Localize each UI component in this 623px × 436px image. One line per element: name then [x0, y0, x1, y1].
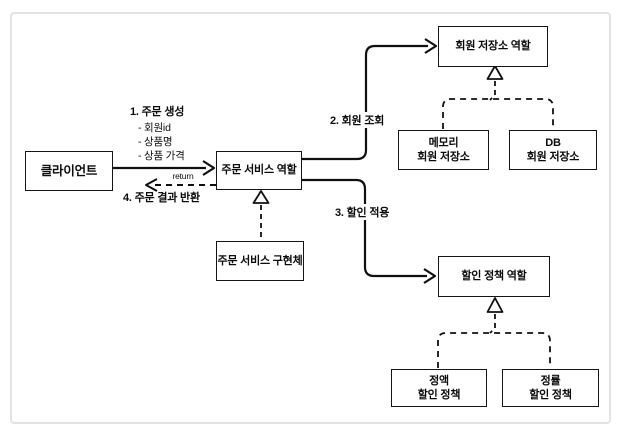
order-service-impl-box: 주문 서비스 구현체	[216, 241, 304, 281]
arrowhead-right-icon	[202, 160, 216, 176]
db-member-store-box: DB 회원 저장소	[509, 130, 597, 170]
arrow-discount-apply	[302, 178, 437, 284]
realization-triangle-icon	[486, 297, 504, 313]
arrowhead-right-icon	[424, 38, 438, 54]
step1-item-product-price: - 상품 가격	[138, 150, 185, 162]
step1-order-create-label: 1. 주문 생성 - 회원id - 상품명 - 상품 가격	[130, 103, 185, 163]
member-store-role-box: 회원 저장소 역할	[438, 26, 548, 67]
arrowhead-right-icon	[423, 268, 437, 284]
box-label-line: 정률	[540, 374, 561, 387]
step1-item-product-name: - 상품명	[138, 136, 173, 148]
arrow-member-lookup	[302, 38, 438, 161]
discount-policy-role-box: 할인 정책 역할	[438, 256, 550, 297]
step1-title: 1. 주문 생성	[130, 106, 185, 118]
order-service-role-box: 주문 서비스 역할	[216, 151, 302, 190]
realization-order-service	[252, 190, 270, 240]
box-label-line: 할인 정책	[417, 389, 461, 401]
rate-discount-policy-box: 정률 할인 정책	[502, 369, 599, 407]
step1-item-member-id: - 회원id	[138, 122, 171, 134]
fixed-discount-policy-box: 정액 할인 정책	[391, 369, 487, 407]
step4-order-result-label: 4. 주문 결과 반환	[123, 192, 200, 204]
box-label-line: 메모리	[428, 136, 459, 149]
arrow-return	[145, 178, 216, 192]
box-label-line: 회원 저장소	[417, 151, 470, 163]
realization-triangle-icon	[252, 190, 270, 204]
box-label-line: 정액	[429, 374, 449, 387]
step2-member-lookup-label: 2. 회원 조회	[329, 112, 386, 128]
return-label: return	[172, 171, 194, 181]
box-label-line: DB	[545, 136, 561, 149]
step3-discount-apply-label: 3. 할인 적용	[334, 204, 391, 220]
box-label-line: 할인 정책	[529, 389, 572, 401]
memory-member-store-box: 메모리 회원 저장소	[398, 130, 489, 170]
diagram-frame	[10, 12, 611, 424]
realization-triangle-icon	[486, 65, 504, 80]
arrow-create-order	[113, 160, 216, 176]
arrowhead-left-icon	[145, 178, 158, 192]
realization-member-stores	[442, 65, 554, 129]
realization-discount-policies	[437, 297, 551, 368]
client-box: 클라이언트	[25, 151, 113, 191]
box-label-line: 회원 저장소	[526, 151, 580, 163]
